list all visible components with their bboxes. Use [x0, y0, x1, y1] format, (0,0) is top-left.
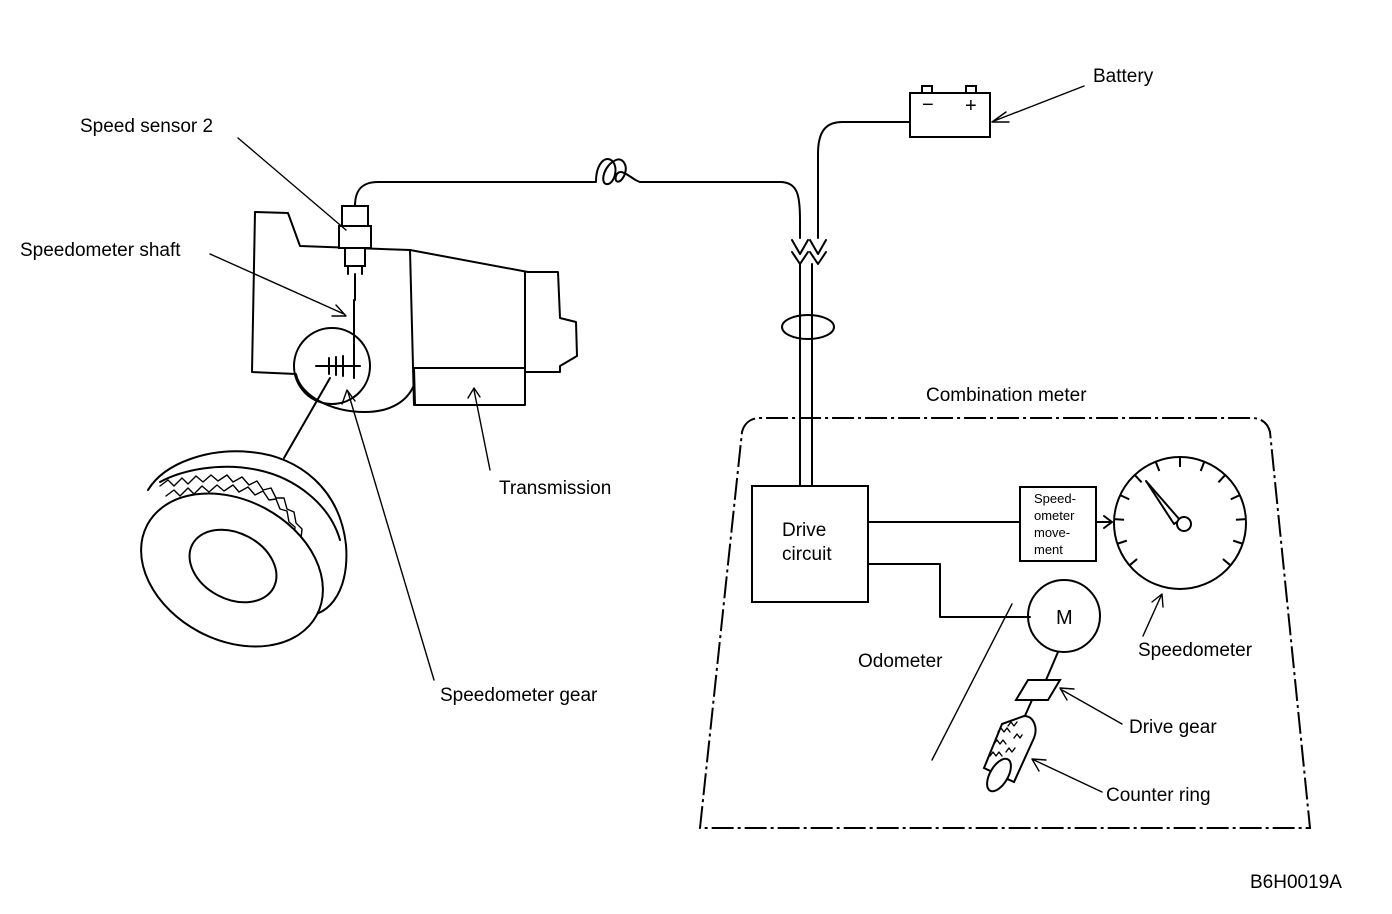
speedometer-gear-housing [293, 299, 371, 405]
drive-circuit-label-2: circuit [782, 544, 832, 565]
sensor-signal-wire [354, 158, 801, 239]
counter-ring-label: Counter ring [1106, 785, 1211, 806]
speedometer-tick [1217, 474, 1227, 483]
speedometer-tick [1133, 474, 1143, 483]
wheel-shaft-line [283, 377, 331, 459]
speedometer-shaft-label: Speedometer shaft [20, 240, 181, 261]
odometer-motor: M [1027, 579, 1101, 681]
circuit-to-motor-wire [867, 563, 1031, 618]
drive-circuit-label-1: Drive [782, 520, 826, 541]
battery-label: Battery [1093, 66, 1154, 87]
speed-sensor [338, 205, 372, 301]
transmission-label: Transmission [499, 478, 611, 499]
transmission-housing [251, 211, 578, 413]
speedometer-tick [1154, 461, 1161, 472]
speedometer-tick [1222, 558, 1232, 567]
speedometer-gauge [1113, 456, 1247, 590]
movement-to-speedometer-arrow [1095, 515, 1113, 529]
speedometer-tick [1114, 518, 1125, 521]
speedometer-needle [1145, 480, 1181, 525]
figure-code-label: B6H0019A [1250, 872, 1342, 893]
speedometer-label: Speedometer [1138, 640, 1253, 661]
gear-shaft [1023, 699, 1033, 719]
odometer-label: Odometer [858, 651, 943, 672]
speedometer-tick [1230, 494, 1241, 501]
movement-label-2: ometer [1034, 508, 1075, 523]
battery-wire [817, 121, 911, 239]
tire [140, 450, 348, 648]
movement-label-3: move- [1034, 525, 1070, 540]
battery-minus-label: − [922, 94, 934, 116]
speedometer-tick [1128, 558, 1138, 567]
speedometer-movement-box: Speed- ometer move- ment [1019, 486, 1097, 562]
speedometer-tick [1117, 539, 1128, 545]
combination-meter-label: Combination meter [926, 385, 1087, 406]
drive-circuit-box: Drive circuit [751, 485, 869, 603]
speedometer-gear-label: Speedometer gear [440, 685, 598, 706]
counter-ring [982, 714, 1037, 793]
movement-label-1: Speed- [1034, 491, 1076, 506]
speedometer-tick [1235, 518, 1246, 521]
drive-gear [1014, 679, 1062, 701]
speedometer-tick [1199, 461, 1206, 472]
combination-meter-boundary [698, 417, 1312, 829]
leader-lines [209, 85, 1164, 793]
battery-plus-label: + [965, 95, 977, 117]
motor-label: M [1056, 607, 1073, 629]
battery: − + [909, 85, 991, 138]
speedometer-ticks [1114, 457, 1246, 567]
speedometer-tick [1119, 494, 1130, 501]
movement-label-4: ment [1034, 542, 1063, 557]
drive-gear-label: Drive gear [1129, 717, 1217, 738]
speedometer-tick [1232, 539, 1243, 545]
connector [781, 239, 835, 487]
speed-sensor-label: Speed sensor 2 [80, 116, 213, 137]
